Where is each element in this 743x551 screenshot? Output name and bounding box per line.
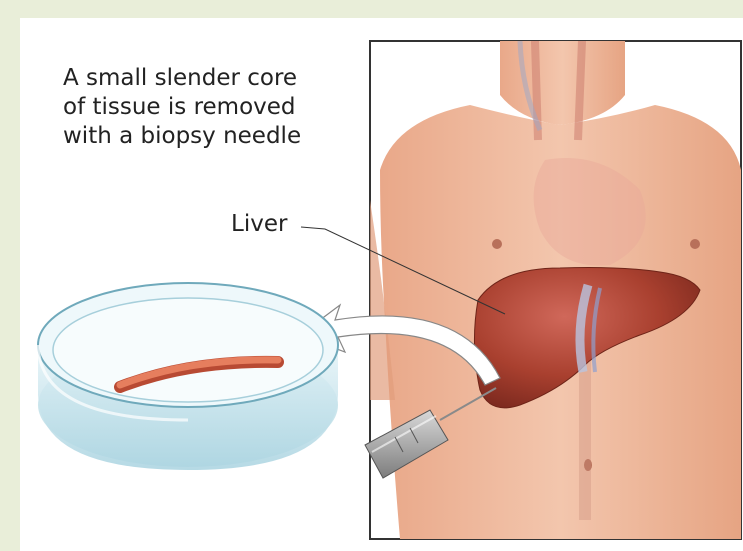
caption-line-3: with a biopsy needle [63,122,363,151]
caption-line-2: of tissue is removed [63,93,363,122]
caption: A small slender core of tissue is remove… [63,64,363,151]
caption-line-1: A small slender core [63,64,363,93]
liver-label: Liver [231,211,287,237]
petri-dish [38,283,338,470]
